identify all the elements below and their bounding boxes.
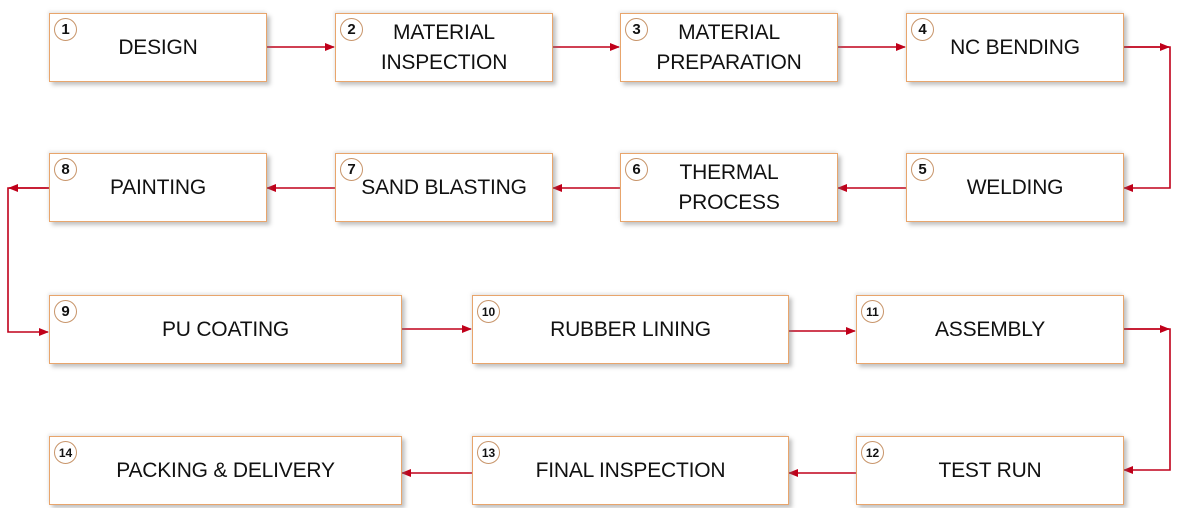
step-box-8: 8 PAINTING — [49, 153, 267, 222]
step-label-2: MATERIAL INSPECTION — [380, 20, 508, 74]
step-label-7: SAND BLASTING — [361, 175, 527, 199]
step-box-1: 1 DESIGN — [49, 13, 267, 82]
step-number-12: 12 — [861, 441, 884, 464]
step-box-6: 6 THERMAL PROCESS — [620, 153, 838, 222]
step-box-9: 9 PU COATING — [49, 295, 402, 364]
step-box-13: 13 FINAL INSPECTION — [472, 436, 789, 505]
step-label-1: DESIGN — [118, 35, 198, 59]
step-number-7: 7 — [340, 158, 363, 181]
step-label-14: PACKING & DELIVERY — [116, 458, 335, 482]
step-number-8: 8 — [54, 158, 77, 181]
step-label-8: PAINTING — [109, 175, 207, 199]
step-number-6: 6 — [625, 158, 648, 181]
step-box-5: 5 WELDING — [906, 153, 1124, 222]
step-label-6: THERMAL PROCESS — [678, 160, 780, 214]
step-number-13: 13 — [477, 441, 500, 464]
step-box-10: 10 RUBBER LINING — [472, 295, 789, 364]
step-box-2: 2 MATERIAL INSPECTION — [335, 13, 553, 82]
step-box-12: 12 TEST RUN — [856, 436, 1124, 505]
step-box-11: 11 ASSEMBLY — [856, 295, 1124, 364]
step-number-14: 14 — [54, 441, 77, 464]
step-number-2: 2 — [340, 18, 363, 41]
step-number-1: 1 — [54, 18, 77, 41]
step-label-11: ASSEMBLY — [934, 317, 1046, 341]
step-label-12: TEST RUN — [938, 458, 1042, 482]
step-label-13: FINAL INSPECTION — [535, 458, 726, 482]
step-number-11: 11 — [861, 300, 884, 323]
step-label-10: RUBBER LINING — [550, 317, 711, 341]
step-number-9: 9 — [54, 300, 77, 323]
step-label-9: PU COATING — [161, 317, 290, 341]
step-label-4: NC BENDING — [950, 35, 1080, 59]
step-box-4: 4 NC BENDING — [906, 13, 1124, 82]
step-number-3: 3 — [625, 18, 648, 41]
step-number-5: 5 — [911, 158, 934, 181]
arrow-8-to-9 — [7, 187, 49, 336]
step-label-3: MATERIAL PREPARATION — [656, 20, 802, 74]
step-box-7: 7 SAND BLASTING — [335, 153, 553, 222]
step-box-14: 14 PACKING & DELIVERY — [49, 436, 402, 505]
arrow-11-to-12 — [1123, 328, 1171, 474]
step-label-5: WELDING — [966, 175, 1064, 199]
step-box-3: 3 MATERIAL PREPARATION — [620, 13, 838, 82]
step-number-10: 10 — [477, 300, 500, 323]
step-number-4: 4 — [911, 18, 934, 41]
arrow-4-to-5 — [1123, 46, 1171, 192]
